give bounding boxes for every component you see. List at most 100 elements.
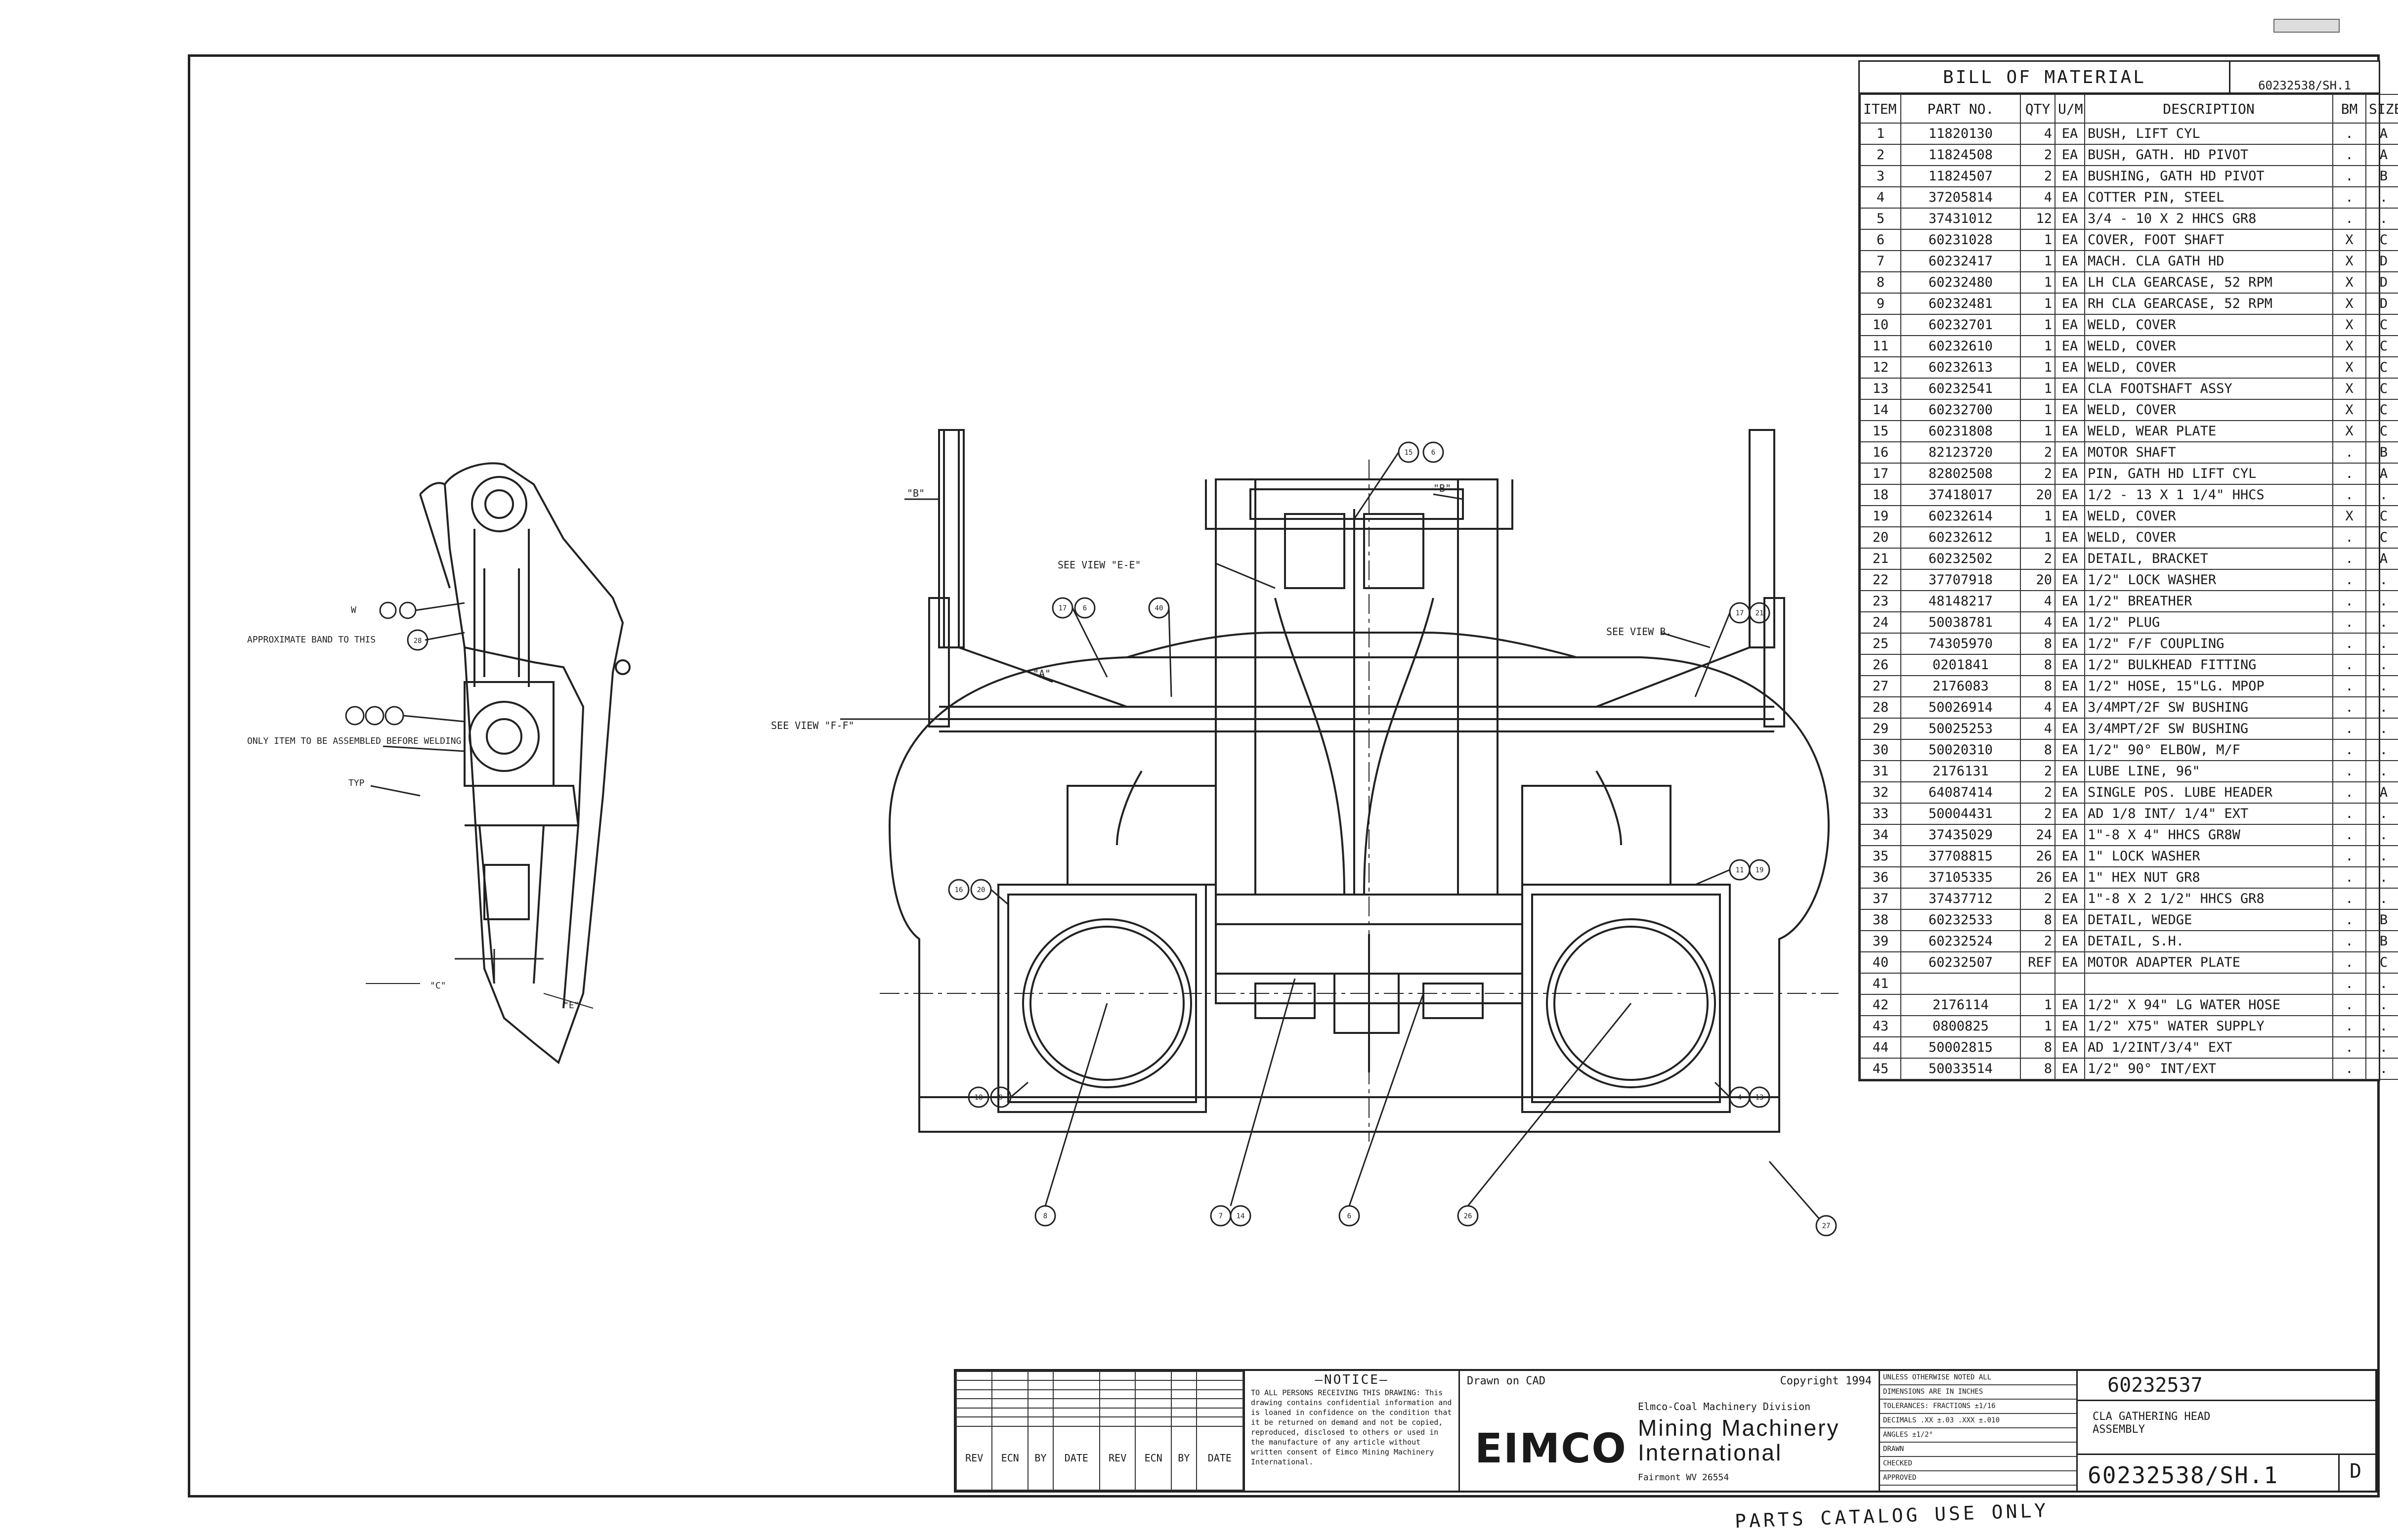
see-view-ee-label: SEE VIEW "E-E" (1058, 559, 1141, 571)
bom-cell-part: 60232610 (1900, 335, 2021, 357)
approval-line: DRAWN (1880, 1443, 2076, 1457)
bom-cell-desc: WELD, COVER (2084, 526, 2333, 549)
bom-cell-part: 50004431 (1900, 803, 2021, 825)
bom-cell-um: EA (2055, 1015, 2085, 1037)
bom-cell-size: . (2365, 973, 2398, 995)
bom-cell-part (1900, 973, 2021, 995)
bom-cell-qty: 1 (2020, 250, 2055, 272)
bom-cell-desc: 3/4MPT/2F SW BUSHING (2084, 718, 2333, 740)
bom-cell-item: 17 (1860, 463, 1901, 485)
bom-cell-desc: 1/2" LOCK WASHER (2084, 569, 2333, 591)
bom-cell-item: 22 (1860, 569, 1901, 591)
bom-cell-bm: . (2332, 590, 2366, 612)
bom-cell-qty: 2 (2020, 760, 2055, 782)
parts-catalog-stamp: PARTS CATALOG USE ONLY (1734, 1499, 2049, 1533)
bom-cell-part: 60232700 (1900, 399, 2021, 421)
side-note-typ: TYP (348, 778, 365, 788)
bom-cell-item: 3 (1860, 165, 1901, 187)
bom-cell-size: . (2365, 569, 2398, 591)
bom-cell-bm: . (2332, 654, 2366, 676)
balloon-label: 26 (1464, 1212, 1472, 1220)
bom-cell-um: EA (2055, 1058, 2085, 1080)
bom-cell-qty: 1 (2020, 335, 2055, 357)
bom-cell-bm: . (2332, 611, 2366, 634)
bom-cell-um: EA (2055, 675, 2085, 697)
bom-cell-size: . (2365, 654, 2398, 676)
bom-cell-um: EA (2055, 314, 2085, 336)
bom-cell-desc: WELD, WEAR PLATE (2084, 420, 2333, 442)
bom-cell-qty: 8 (2020, 1058, 2055, 1080)
bom-cell-size: . (2365, 803, 2398, 825)
bom-cell-desc: AD 1/2INT/3/4" EXT (2084, 1036, 2333, 1059)
bom-cell-item: 35 (1860, 845, 1901, 867)
bom-cell-bm: . (2332, 208, 2366, 230)
bom-cell-part: 60232612 (1900, 526, 2021, 549)
bom-cell-qty: 2 (2020, 781, 2055, 804)
bom-cell-desc: 1/2" F/F COUPLING (2084, 633, 2333, 655)
side-note-ref: W (351, 605, 356, 615)
bom-cell-um: EA (2055, 803, 2085, 825)
side-label-e: "E" (563, 1000, 580, 1011)
bom-cell-bm: X (2332, 314, 2366, 336)
bom-cell-size: C (2365, 314, 2398, 336)
bom-cell-um (2055, 973, 2085, 995)
bom-cell-item: 32 (1860, 781, 1901, 804)
bom-cell-desc: DETAIL, WEDGE (2084, 909, 2333, 931)
bom-cell-qty: 8 (2020, 909, 2055, 931)
bom-cell-part: 82802508 (1900, 463, 2021, 485)
bom-cell-qty: 26 (2020, 845, 2055, 867)
bom-cell-item: 5 (1860, 208, 1901, 230)
bom-cell-bm: . (2332, 824, 2366, 846)
bill-of-material: BILL OF MATERIAL 60232538/SH.1 ITEM NO. … (1858, 60, 2398, 1081)
bom-cell-part: 11824507 (1900, 165, 2021, 187)
bom-cell-qty: 8 (2020, 675, 2055, 697)
bom-cell-bm: . (2332, 951, 2366, 974)
bom-cell-item: 24 (1860, 611, 1901, 634)
bom-cell-part: 60232502 (1900, 548, 2021, 570)
bom-cell-desc: LUBE LINE, 96" (2084, 760, 2333, 782)
bom-cell-bm: . (2332, 803, 2366, 825)
bom-cell-part: 60232507 (1900, 951, 2021, 974)
approval-line: DECIMALS .XX ±.03 .XXX ±.010 (1880, 1414, 2076, 1428)
bom-cell-bm: . (2332, 760, 2366, 782)
balloon-label: 15 (1405, 449, 1413, 457)
bom-cell-part: 60232541 (1900, 378, 2021, 400)
bom-cell-size: A (2365, 463, 2398, 485)
bom-cell-qty: 1 (2020, 271, 2055, 294)
company-logo: EIMCO (1475, 1425, 1627, 1472)
bom-cell-size: . (2365, 866, 2398, 889)
bom-cell-part: 37418017 (1900, 484, 2021, 506)
balloon-label: 6 (1431, 449, 1435, 457)
bom-cell-um: EA (2055, 293, 2085, 315)
balloon-label: 17 (1736, 609, 1744, 617)
bom-cell-item: 1 (1860, 123, 1901, 145)
bom-cell-desc: LH CLA GEARCASE, 52 RPM (2084, 271, 2333, 294)
bom-cell-um: EA (2055, 165, 2085, 187)
approval-line: UNLESS OTHERWISE NOTED ALL (1880, 1371, 2076, 1385)
bom-cell-qty: 26 (2020, 866, 2055, 889)
bom-cell-bm: . (2332, 1058, 2366, 1080)
bom-cell-item: 33 (1860, 803, 1901, 825)
see-view-right-label: SEE VIEW B. (1606, 626, 1671, 638)
bom-cell-qty: 2 (2020, 165, 2055, 187)
bom-cell-qty: 1 (2020, 1015, 2055, 1037)
bom-cell-um: EA (2055, 611, 2085, 634)
bom-cell-item: 42 (1860, 994, 1901, 1016)
bom-cell-um: EA (2055, 781, 2085, 804)
corner-stamp (2273, 19, 2340, 33)
bom-cell-item: 16 (1860, 441, 1901, 464)
approval-line: ANGLES ±1/2° (1880, 1428, 2076, 1443)
bom-cell-bm: . (2332, 165, 2366, 187)
bom-cell-item: 14 (1860, 399, 1901, 421)
bom-cell-qty: 1 (2020, 420, 2055, 442)
bom-cell-item: 34 (1860, 824, 1901, 846)
bom-cell-qty: 12 (2020, 208, 2055, 230)
